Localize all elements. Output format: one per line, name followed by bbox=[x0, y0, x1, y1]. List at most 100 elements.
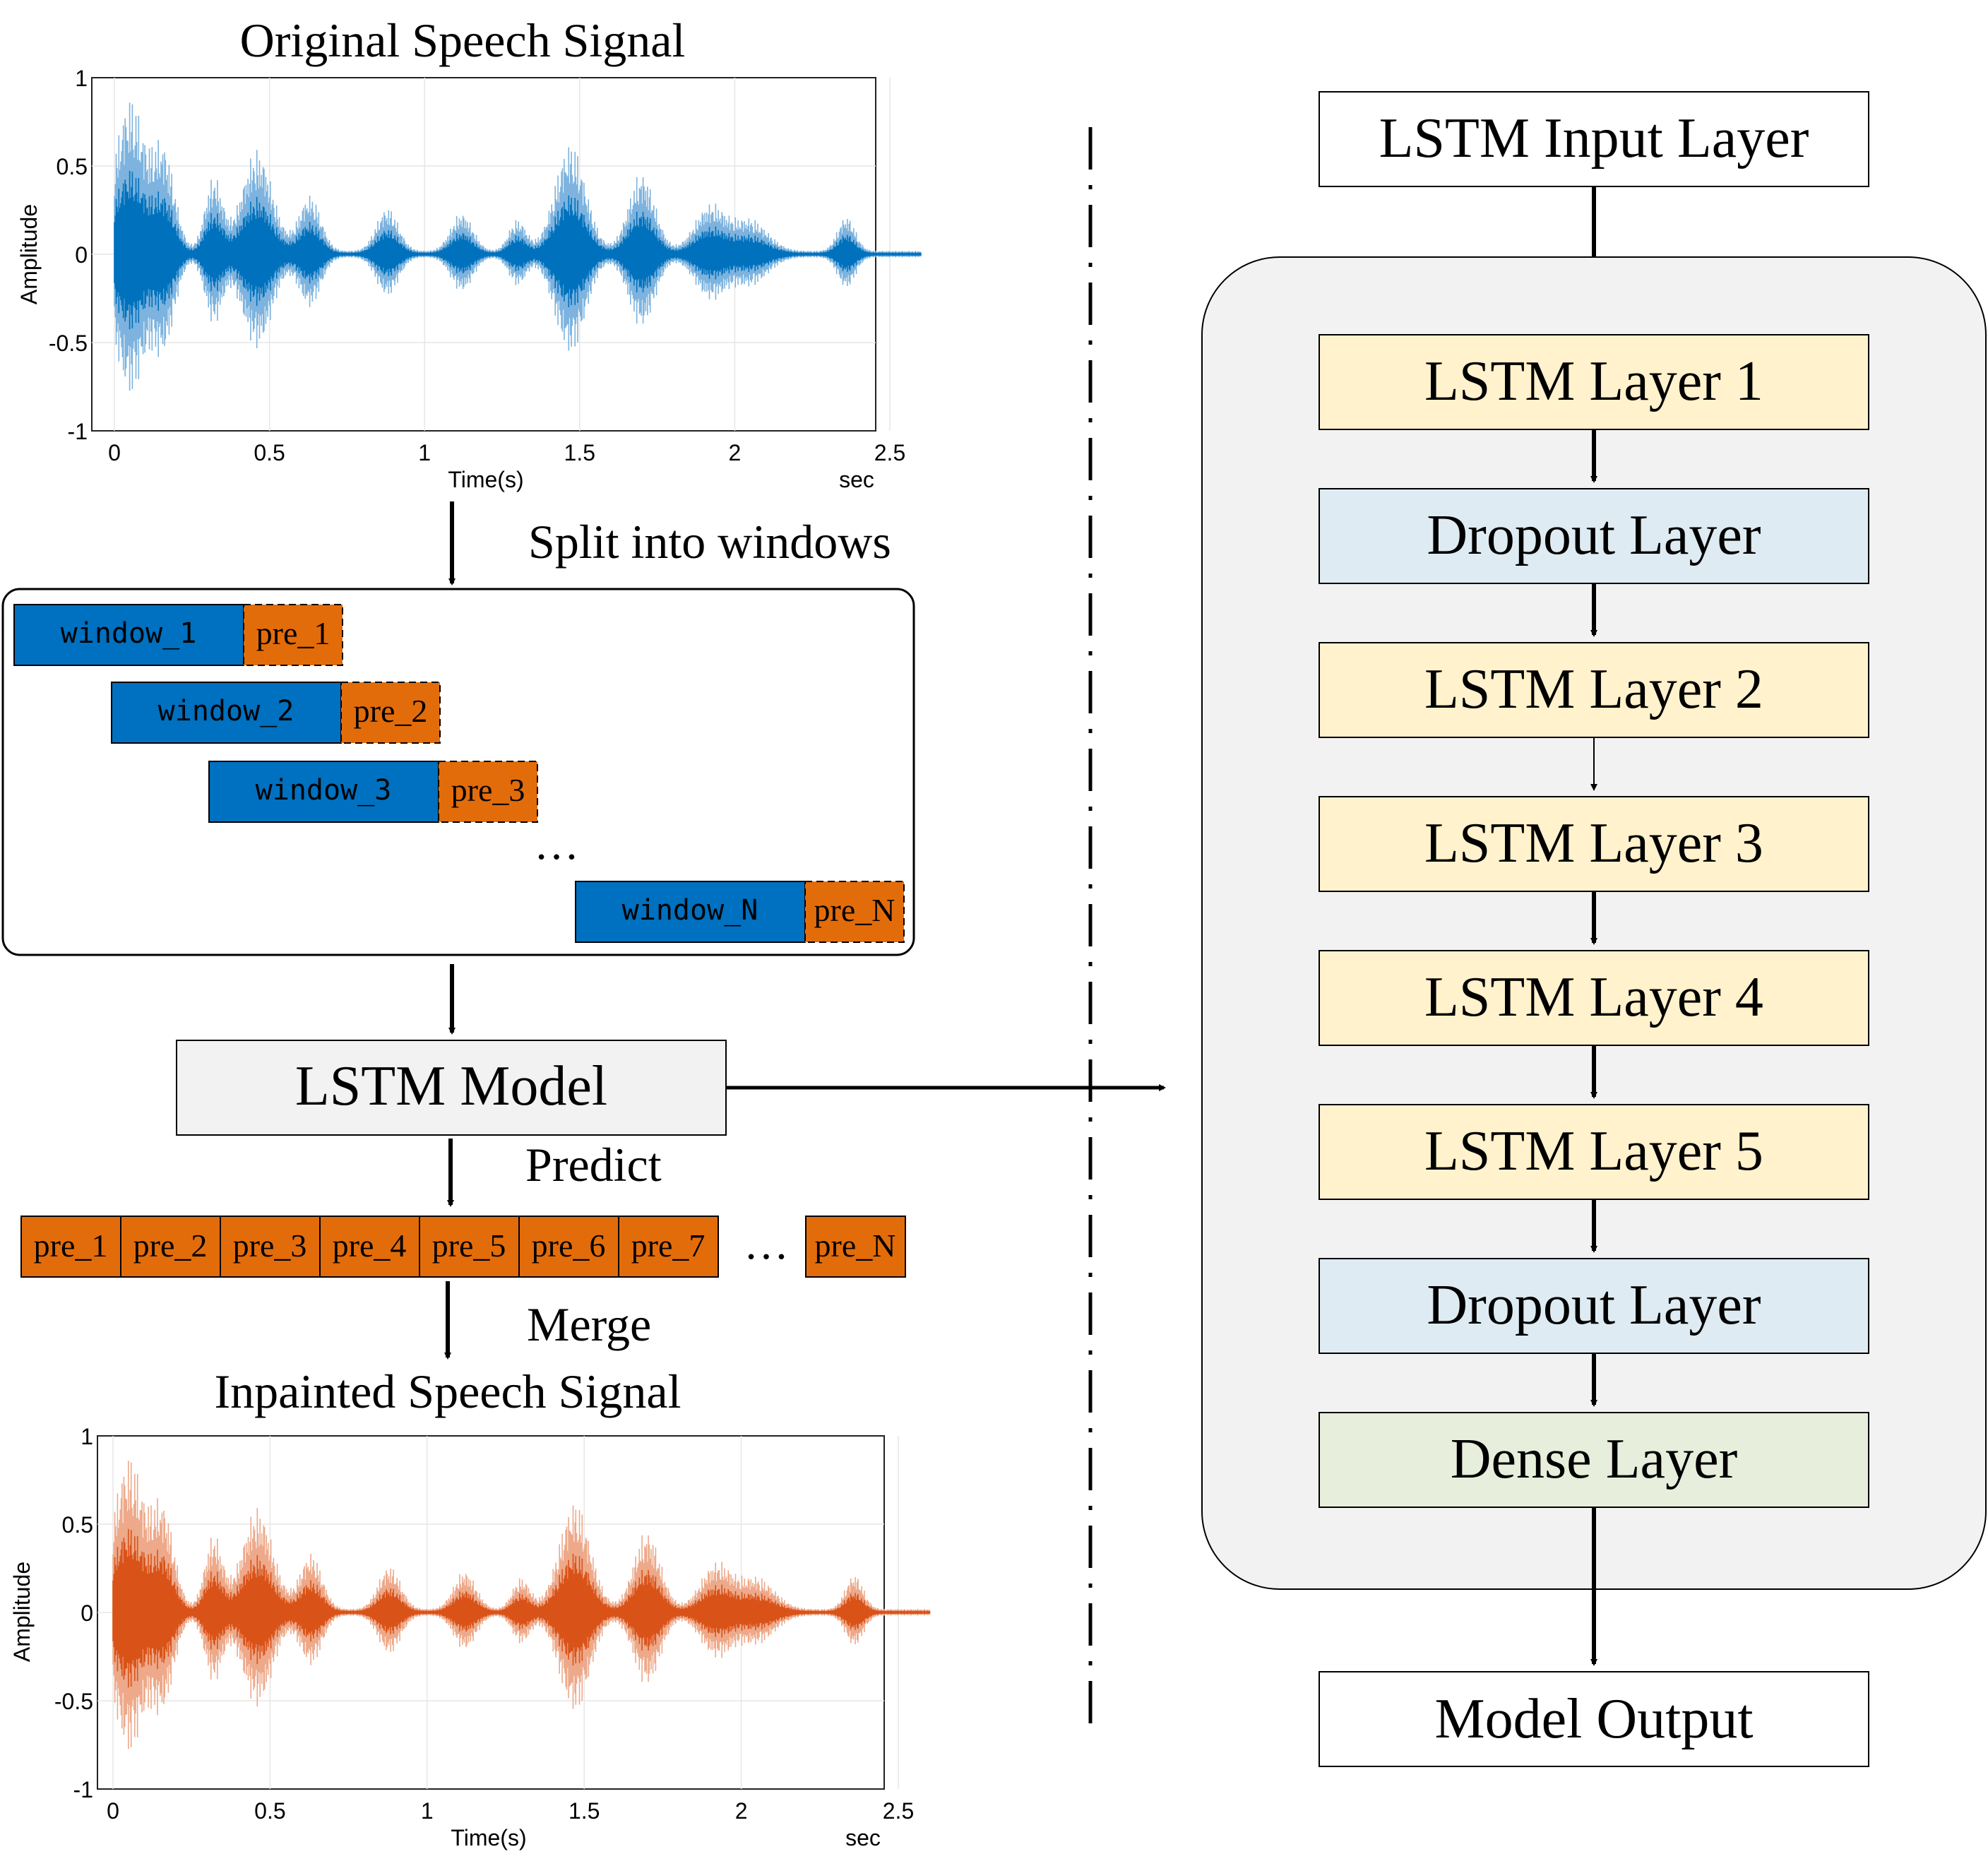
y-tick-label: -1 bbox=[68, 419, 88, 444]
window-label: window_N bbox=[622, 894, 758, 927]
pre-label: pre_3 bbox=[451, 772, 525, 808]
x-tick-label: 2 bbox=[735, 1798, 748, 1824]
layer-box-dropout: Dropout Layer bbox=[1319, 1258, 1869, 1354]
windows-ellipsis: … bbox=[534, 819, 579, 869]
x-tick-label: 0 bbox=[108, 440, 121, 465]
layer-rect bbox=[1319, 334, 1869, 430]
prediction-label: pre_3 bbox=[233, 1228, 307, 1264]
window-label: window_3 bbox=[256, 774, 392, 807]
prediction-cell: pre_1 bbox=[20, 1216, 121, 1278]
inpainted-plot-title: Inpainted Speech Signal bbox=[215, 1365, 681, 1418]
inpainted-x-ticks: 0 0.5 1 1.5 2 2.5 bbox=[107, 1798, 914, 1824]
pre-label: pre_1 bbox=[256, 615, 331, 651]
prediction-label: pre_5 bbox=[432, 1228, 506, 1264]
layer-label: LSTM Layer 4 bbox=[1424, 966, 1763, 1028]
x-tick-label: 1 bbox=[421, 1798, 434, 1824]
x-tick-label: 2.5 bbox=[883, 1798, 914, 1824]
window-row-1: window_1 pre_1 bbox=[13, 604, 343, 666]
pre-block bbox=[438, 761, 538, 823]
pre-label: pre_2 bbox=[354, 693, 428, 729]
x-tick-label: 0.5 bbox=[254, 1798, 285, 1824]
split-label: Split into windows bbox=[528, 515, 891, 569]
original-waveform bbox=[114, 102, 922, 391]
window-label: window_2 bbox=[158, 695, 294, 727]
pre-block bbox=[340, 682, 441, 744]
x-tick-label: 0 bbox=[107, 1798, 119, 1824]
layer-box-lstm: LSTM Layer 2 bbox=[1319, 642, 1869, 738]
output-layer-box bbox=[1319, 1671, 1869, 1767]
prediction-label: pre_4 bbox=[333, 1228, 407, 1264]
y-tick-label: -0.5 bbox=[54, 1689, 93, 1714]
output-layer-label: Model Output bbox=[1434, 1688, 1753, 1750]
x-tick-label: 0.5 bbox=[254, 440, 285, 465]
original-x-unit: sec bbox=[839, 467, 874, 492]
window-row-3: window_3 pre_3 bbox=[208, 761, 538, 823]
architecture-panel: LSTM Input Layer LSTM Layer 1 Dropout Lay… bbox=[1201, 91, 1987, 1767]
pre-label: pre_N bbox=[814, 892, 895, 928]
original-y-ticks: 1 0.5 0 -0.5 -1 bbox=[49, 66, 88, 444]
layer-label: Dropout Layer bbox=[1427, 1274, 1761, 1336]
y-tick-label: 0 bbox=[81, 1600, 93, 1626]
window-row-n: window_N pre_N bbox=[575, 881, 905, 943]
windows-panel: window_1 pre_1 window_2 pre_2 window_3 p… bbox=[1, 588, 915, 956]
prediction-row: pre_1 pre_2 pre_3 pre_4 pre_5 pre_6 pre_… bbox=[20, 1216, 906, 1278]
y-tick-label: 0.5 bbox=[56, 154, 88, 179]
y-tick-label: -0.5 bbox=[49, 331, 88, 356]
original-x-axis-label: Time(s) bbox=[448, 467, 523, 492]
prediction-label: pre_2 bbox=[133, 1228, 208, 1264]
layer-label: LSTM Layer 2 bbox=[1424, 658, 1763, 720]
prediction-label: pre_N bbox=[815, 1228, 896, 1264]
predict-label: Predict bbox=[525, 1138, 662, 1192]
y-tick-label: 1 bbox=[75, 66, 88, 91]
layer-box-dropout: Dropout Layer bbox=[1319, 488, 1869, 584]
layer-label: Dense Layer bbox=[1451, 1428, 1737, 1490]
prediction-cell: pre_7 bbox=[618, 1216, 719, 1278]
layer-box-lstm: LSTM Layer 1 bbox=[1319, 334, 1869, 430]
layer-rect bbox=[1319, 642, 1869, 738]
window-block bbox=[208, 761, 439, 823]
window-block bbox=[13, 604, 244, 666]
y-tick-label: 0.5 bbox=[62, 1512, 93, 1538]
prediction-cell: pre_6 bbox=[518, 1216, 619, 1278]
prediction-cell: pre_2 bbox=[120, 1216, 221, 1278]
layer-rect bbox=[1319, 1412, 1869, 1508]
original-plot-title: Original Speech Signal bbox=[240, 13, 686, 67]
layer-rect bbox=[1319, 488, 1869, 584]
x-tick-label: 1.5 bbox=[569, 1798, 600, 1824]
prediction-cell: pre_3 bbox=[220, 1216, 321, 1278]
y-tick-label: 1 bbox=[81, 1424, 93, 1449]
x-tick-label: 2 bbox=[729, 440, 742, 465]
window-label: window_1 bbox=[61, 617, 197, 650]
prediction-cell: pre_5 bbox=[419, 1216, 520, 1278]
lstm-model-label: LSTM Model bbox=[295, 1055, 607, 1117]
prediction-cell: pre_N bbox=[805, 1216, 906, 1278]
window-block bbox=[575, 881, 806, 943]
y-tick-label: 0 bbox=[75, 242, 88, 268]
x-tick-label: 1 bbox=[418, 440, 431, 465]
pre-block bbox=[243, 604, 343, 666]
pre-block bbox=[804, 881, 905, 943]
layer-box-lstm: LSTM Layer 3 bbox=[1319, 796, 1869, 892]
prediction-label: pre_1 bbox=[34, 1228, 108, 1264]
inpainted-y-ticks: 1 0.5 0 -0.5 -1 bbox=[54, 1424, 93, 1802]
inpainted-x-unit: sec bbox=[845, 1825, 881, 1850]
inpainted-x-axis-label: Time(s) bbox=[451, 1825, 526, 1850]
window-row-2: window_2 pre_2 bbox=[111, 682, 441, 744]
lstm-model-box: LSTM Model bbox=[176, 1040, 727, 1136]
layer-label: LSTM Layer 3 bbox=[1424, 812, 1763, 874]
input-layer-label: LSTM Input Layer bbox=[1379, 107, 1809, 170]
layer-label: LSTM Layer 5 bbox=[1424, 1120, 1763, 1182]
layer-box-lstm: LSTM Layer 5 bbox=[1319, 1104, 1869, 1200]
layer-rect bbox=[1319, 796, 1869, 892]
original-y-axis-label: Amplitude bbox=[16, 204, 42, 304]
y-tick-label: -1 bbox=[73, 1777, 93, 1802]
layer-box-lstm: LSTM Layer 4 bbox=[1319, 950, 1869, 1046]
merge-label: Merge bbox=[527, 1297, 651, 1351]
layer-box-dense: Dense Layer bbox=[1319, 1412, 1869, 1508]
inpainted-waveform bbox=[112, 1461, 931, 1749]
layer-label: Dropout Layer bbox=[1427, 504, 1761, 566]
